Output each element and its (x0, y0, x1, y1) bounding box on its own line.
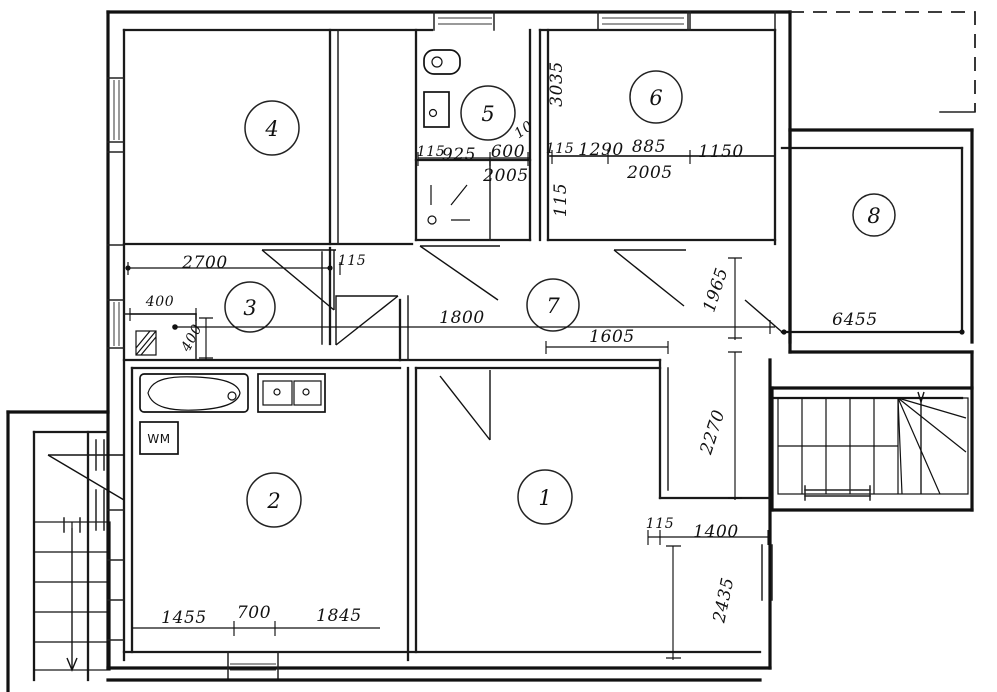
room-8-label: 8 (852, 193, 896, 237)
dim-400a: 400 (145, 294, 175, 310)
dim-700: 700 (237, 603, 271, 623)
door-room6 (613, 249, 686, 307)
wc-lower-fixtures-icon (427, 184, 470, 225)
dim-1400: 1400 (693, 522, 739, 542)
room-2-label: 2 (246, 472, 302, 528)
dim-1965: 2270 (696, 407, 729, 458)
dim-1455: 1455 (161, 608, 207, 628)
exterior-walls (106, 10, 792, 670)
dim-1150: 1150 (698, 142, 744, 162)
double-sink-icon (257, 373, 326, 413)
dim-1290: 1290 (578, 140, 624, 160)
dim-1605: 1965 (699, 265, 732, 315)
dim-115e: 115 (646, 516, 675, 532)
dim-115d: 115 (338, 253, 367, 269)
dim-1605-line: 1965 (699, 257, 742, 340)
dim-3035: 3035 (547, 61, 567, 107)
window-top-1 (433, 11, 495, 31)
door-room3 (335, 295, 399, 346)
washing-machine-icon: WM (139, 421, 179, 455)
room-6-label: 6 (629, 70, 683, 124)
door-right-lower (761, 544, 773, 601)
door-room4-to-hall (261, 249, 336, 311)
dim-room5-chain: 115 925 600 2005 10 (417, 118, 537, 186)
room-7-number: 7 (546, 294, 560, 318)
dim-1400-line: 115 1400 (646, 516, 770, 545)
window-bottom (106, 651, 762, 682)
dim-room6-chain: 3035 115 1290 885 1150 2005 115 (546, 61, 775, 217)
dim-115a: 115 (417, 144, 446, 160)
room-8-number: 8 (867, 204, 880, 228)
door-right-upper (744, 299, 783, 333)
bathtub-icon (139, 373, 249, 413)
room-2-number: 2 (266, 489, 280, 513)
room-4-label: 4 (244, 100, 300, 156)
toilet-icon (423, 49, 461, 75)
window-top-2 (597, 11, 689, 31)
door-room1 (439, 370, 491, 441)
window-top-3 (689, 11, 776, 31)
dim-1845: 1845 (316, 606, 362, 626)
dim-2435-line: 2435 (666, 545, 739, 660)
room-7-walls (398, 295, 772, 500)
room-1-label: 1 (517, 469, 573, 525)
dim-115b: 115 (546, 141, 575, 157)
room-4-walls (122, 28, 414, 246)
dim-10x: 10 (512, 118, 537, 142)
stairs-exterior (6, 410, 125, 692)
dim-room2-chain: 1455 700 1845 (132, 603, 380, 636)
room-6-number: 6 (649, 86, 662, 110)
terrace-outline-dashed (790, 11, 976, 113)
washing-machine-label: WM (147, 432, 170, 446)
dim-2005b: 2005 (626, 163, 673, 183)
window-left-2 (107, 151, 125, 246)
dim-1800: 1605 (589, 327, 635, 347)
electrical-panel-icon (135, 330, 157, 356)
room-5-label: 5 (460, 85, 516, 141)
window-left-1 (107, 77, 125, 143)
room-1-walls (406, 366, 662, 662)
dim-2700: 2700 (181, 253, 228, 273)
dim-1965-line: 2270 (696, 351, 742, 500)
room-5-walls (414, 28, 532, 242)
room-3-number: 3 (243, 296, 256, 320)
dim-6455-line: 1800 (172, 308, 775, 334)
room-5-number: 5 (481, 102, 494, 126)
room-7-label: 7 (526, 278, 580, 332)
room-2-walls (130, 366, 402, 654)
room-8-dim-line (781, 329, 965, 335)
window-left-3 (107, 299, 125, 349)
dim-2270: 6455 (832, 310, 878, 330)
door-room5 (419, 245, 500, 301)
small-sink-icon (423, 91, 450, 128)
dim-925: 925 (442, 145, 476, 165)
room-4-number: 4 (264, 117, 278, 141)
room-1-number: 1 (538, 486, 551, 510)
dim-2700-line: 2700 115 (125, 253, 366, 275)
dim-6455: 1800 (439, 308, 485, 328)
dim-115c: 115 (551, 183, 571, 217)
stairs-interior (770, 350, 974, 512)
dim-400-a: 400 (129, 294, 197, 321)
dim-600: 600 (491, 142, 525, 162)
dim-885: 885 (632, 137, 666, 157)
dim-2005a: 2005 (482, 166, 529, 186)
dim-2435: 2435 (709, 576, 738, 626)
room-3-label: 3 (224, 281, 276, 333)
dim-1800-line: 1605 (545, 327, 669, 354)
door-exterior-left (47, 454, 125, 501)
